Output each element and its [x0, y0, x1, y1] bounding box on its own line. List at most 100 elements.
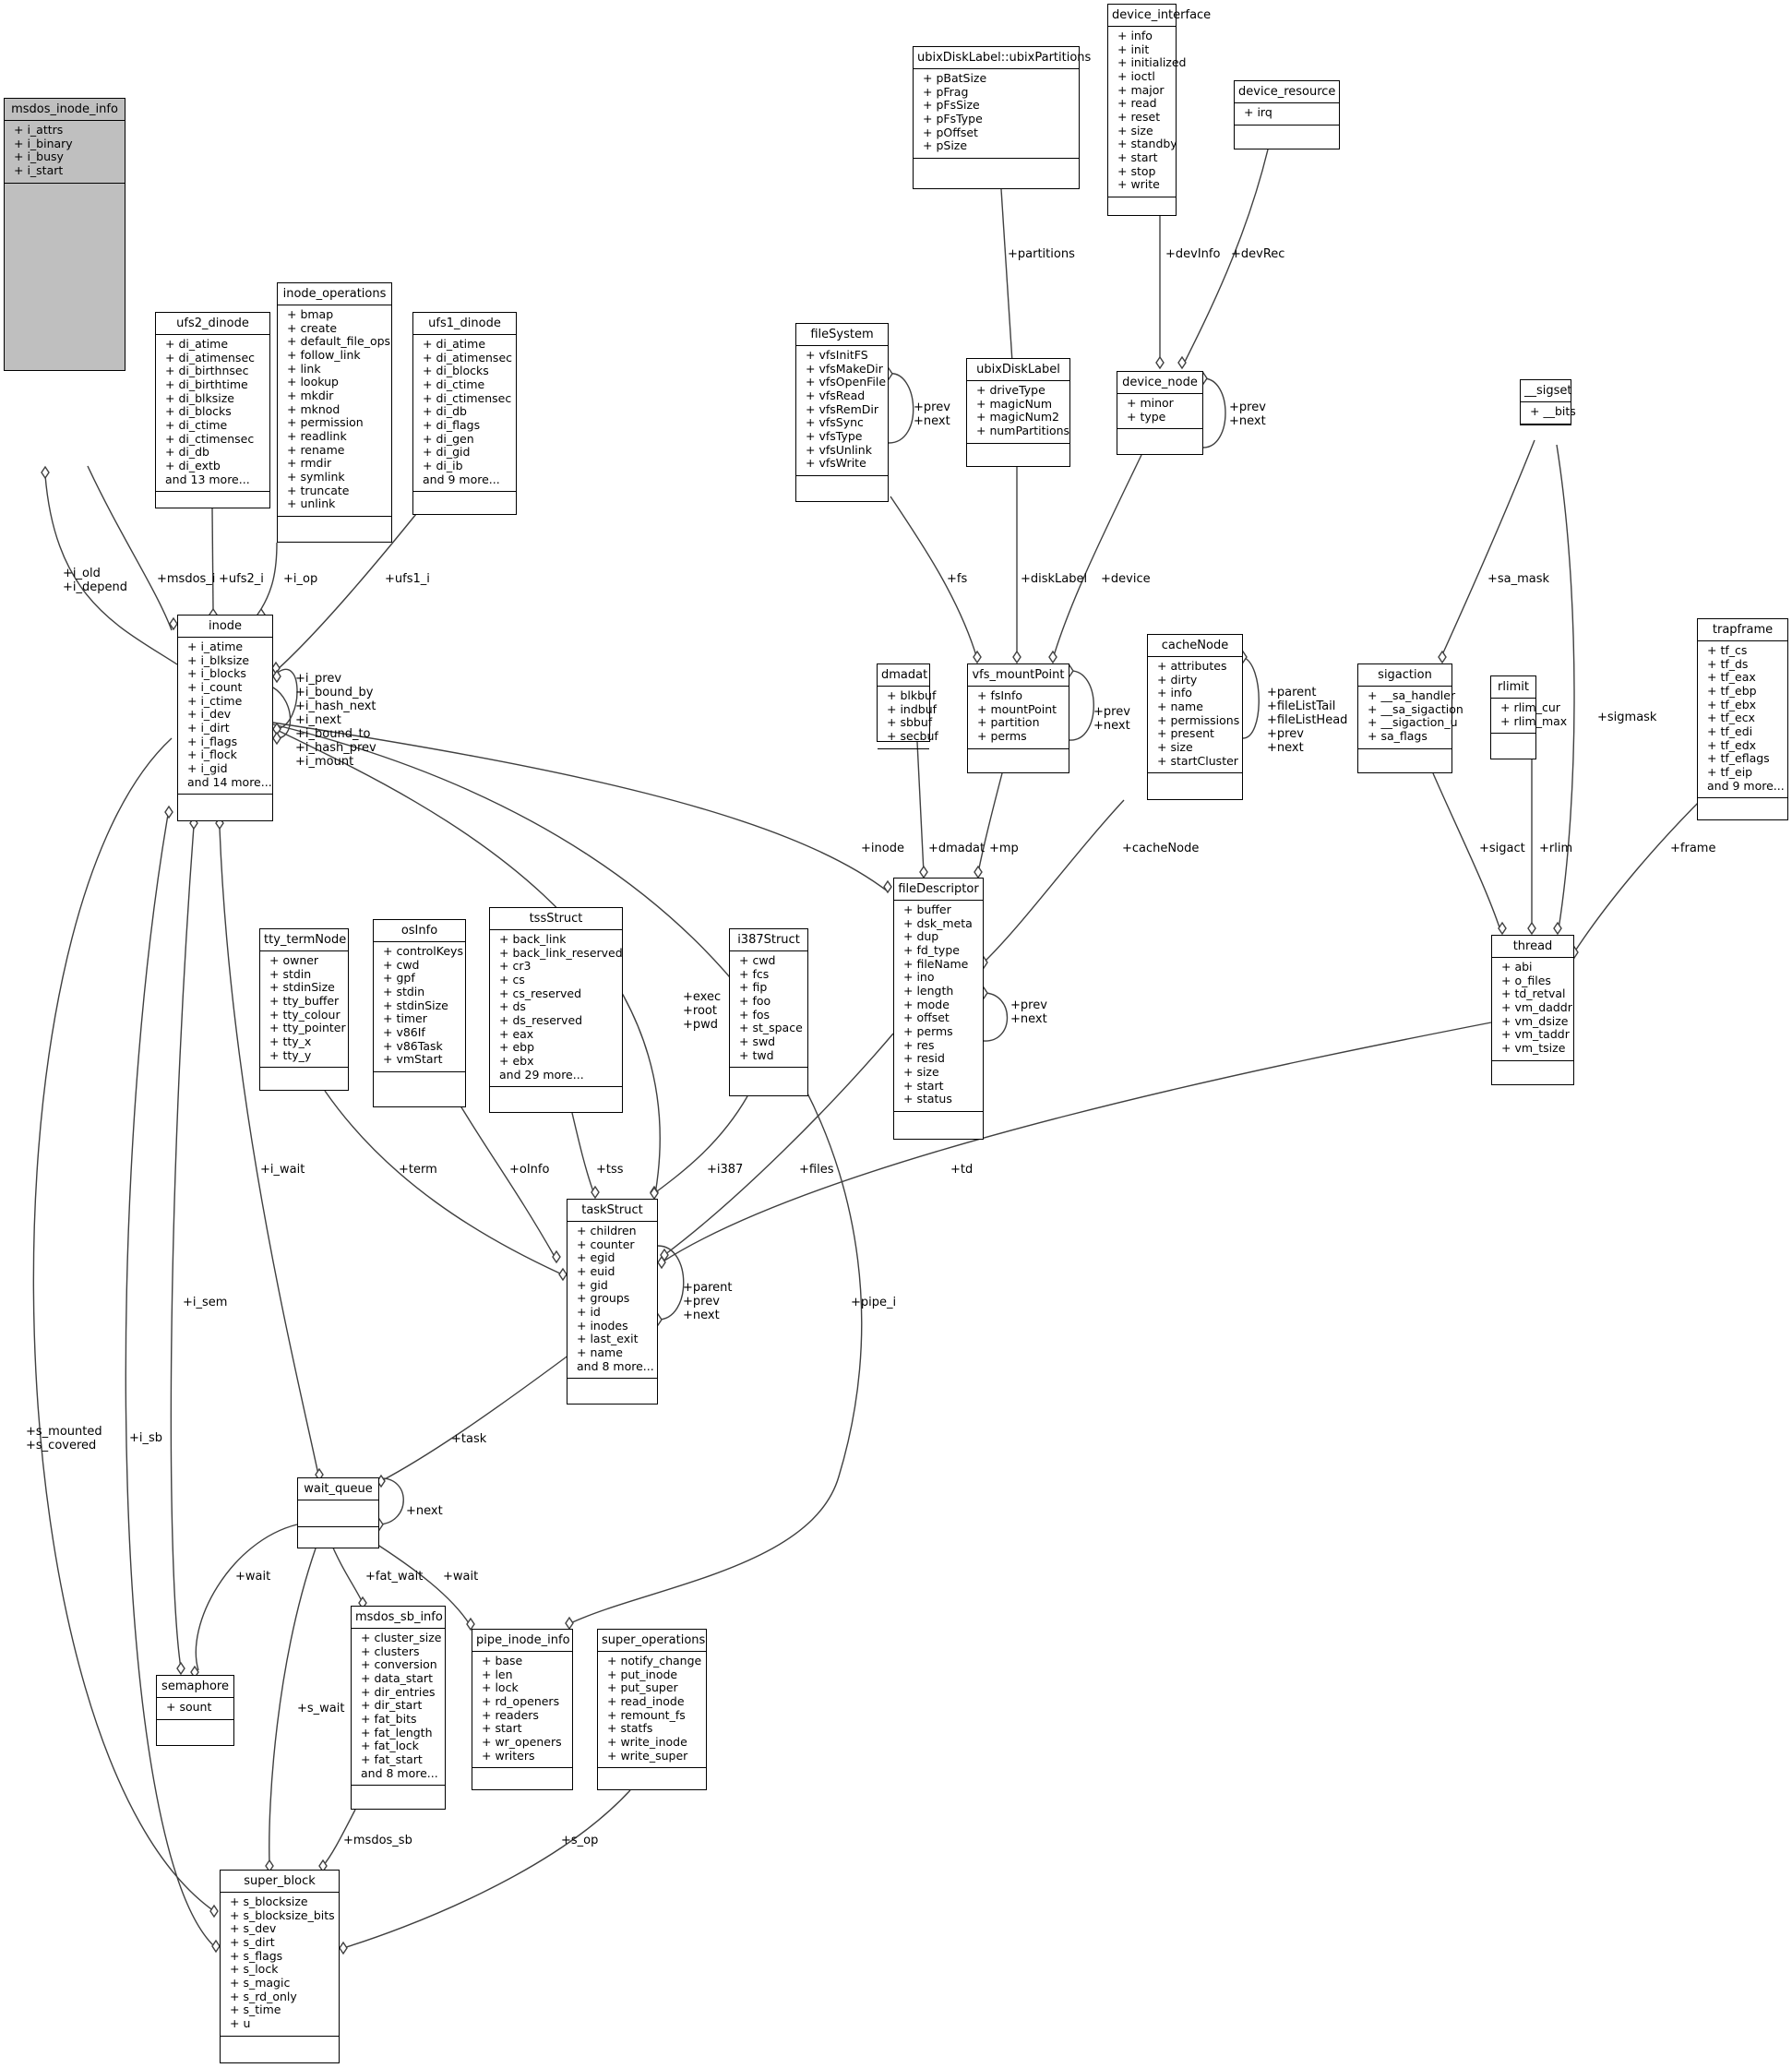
class-attributes: + info+ init+ initialized+ ioctl+ major+…: [1108, 27, 1186, 197]
class-attribute: + stdinSize: [383, 998, 448, 1012]
class-box-sigset[interactable]: __sigset+ __bits: [1520, 379, 1576, 425]
class-box-dmadat[interactable]: dmadat+ blkbuf+ indbuf+ sbbuf+ secbuf: [877, 663, 938, 749]
aggregation-diamond: [339, 1941, 348, 1955]
class-box-filesystem[interactable]: fileSystem+ vfsInitFS+ vfsMakeDir+ vfsOp…: [795, 323, 889, 502]
class-attribute: + fileName: [903, 956, 969, 971]
class-box-inode[interactable]: inode+ i_atime+ i_blksize+ i_blocks+ i_c…: [177, 615, 273, 821]
class-attribute: + driveType: [976, 383, 1045, 397]
edge-label: +s_wait: [297, 1702, 345, 1715]
class-attribute: + id: [577, 1304, 601, 1319]
class-box-vfs-mountpoint[interactable]: vfs_mountPoint+ fsInfo+ mountPoint+ part…: [967, 663, 1069, 773]
class-attributes: + driveType+ magicNum+ magicNum2+ numPar…: [967, 381, 1069, 444]
class-name: trapframe: [1698, 619, 1787, 641]
class-box-ubixpartitions[interactable]: ubixDiskLabel::ubixPartitions+ pBatSize+…: [913, 46, 1091, 189]
class-attribute: + partition: [977, 715, 1040, 730]
class-attribute: + sount: [166, 1700, 212, 1714]
class-attribute: + di_ctime: [423, 377, 485, 391]
class-box-super-block[interactable]: super_block+ s_blocksize+ s_blocksize_bi…: [220, 1870, 340, 2063]
aggregation-diamond: [211, 1939, 221, 1954]
class-box-thread[interactable]: thread+ abi+ o_files+ td_retval+ vm_dadd…: [1491, 935, 1574, 1085]
class-attribute: + di_atimensec: [423, 350, 513, 365]
class-attribute: + fat_bits: [361, 1711, 417, 1726]
aggregation-diamond: [169, 616, 178, 631]
class-box-osinfo[interactable]: osInfo+ controlKeys+ cwd+ gpf+ stdin+ st…: [373, 919, 466, 1107]
class-attribute: + di_atime: [165, 337, 229, 351]
edge-label: +partitions: [1008, 247, 1075, 261]
class-attribute: + minor: [1127, 396, 1174, 410]
class-box-filedescriptor[interactable]: fileDescriptor+ buffer+ dsk_meta+ dup+ f…: [893, 878, 984, 1140]
association-edge: [272, 727, 661, 1195]
edge-label: +sa_mask: [1487, 572, 1550, 586]
class-attribute: + egid: [577, 1250, 615, 1265]
class-attribute: + numPartitions: [976, 423, 1070, 437]
class-attribute: + magicNum2: [976, 410, 1059, 424]
class-attributes: + fsInfo+ mountPoint+ partition+ perms: [968, 687, 1069, 749]
class-box-wait-queue[interactable]: wait_queue: [297, 1477, 379, 1548]
edge-label: +i_op: [283, 572, 318, 586]
class-attribute: + fat_lock: [361, 1739, 419, 1753]
class-box-msdos-sb-info[interactable]: msdos_sb_info+ cluster_size+ clusters+ c…: [351, 1606, 446, 1810]
class-box-rlimit[interactable]: rlimit+ rlim_cur+ rlim_max: [1490, 675, 1567, 759]
class-attribute: + fd_type: [903, 942, 960, 957]
class-box-ufs2-dinode[interactable]: ufs2_dinode+ di_atime+ di_atimensec+ di_…: [155, 312, 270, 508]
class-box-semaphore[interactable]: semaphore+ sount: [156, 1675, 234, 1746]
aggregation-diamond: [164, 805, 173, 819]
class-attribute: + v86Task: [383, 1038, 443, 1053]
edge-label: +mp: [989, 842, 1019, 855]
class-attribute: + irq: [1244, 105, 1272, 119]
class-attribute: and 9 more...: [423, 472, 500, 486]
class-attribute: + rlim_cur: [1500, 700, 1560, 714]
class-attributes: + tf_cs+ tf_ds+ tf_eax+ tf_ebp+ tf_ebx+ …: [1698, 641, 1787, 799]
class-box-device-node[interactable]: device_node+ minor+ type: [1117, 371, 1203, 455]
association-edge: [272, 722, 889, 892]
class-box-device-interface[interactable]: device_interface+ info+ init+ initialize…: [1107, 4, 1211, 216]
edge-label: +td: [950, 1163, 974, 1177]
class-attribute: + vm_dsize: [1501, 1013, 1569, 1028]
class-attribute: + vfsRemDir: [806, 401, 878, 416]
class-attribute: + di_atimensec: [165, 350, 256, 365]
class-attribute: + statfs: [607, 1721, 653, 1736]
class-box-cachenode[interactable]: cacheNode+ attributes+ dirty+ info+ name…: [1147, 634, 1243, 800]
edge-label: +msdos_i: [157, 572, 216, 586]
class-box-sigaction[interactable]: sigaction+ __sa_handler+ __sa_sigaction+…: [1357, 663, 1463, 773]
aggregation-diamond: [565, 1616, 574, 1631]
class-attribute: + rd_openers: [482, 1693, 560, 1708]
aggregation-diamond: [1498, 921, 1507, 936]
association-edge: [890, 496, 978, 660]
class-box-trapframe[interactable]: trapframe+ tf_cs+ tf_ds+ tf_eax+ tf_ebp+…: [1697, 618, 1788, 820]
association-edge: [652, 1095, 748, 1195]
class-attribute: + di_ctimensec: [423, 390, 512, 405]
class-box-device-resource[interactable]: device_resource+ irq: [1234, 80, 1340, 149]
class-box-super-operations[interactable]: super_operations+ notify_change+ put_ino…: [597, 1629, 707, 1790]
association-edge: [87, 465, 173, 631]
class-box-inode-operations[interactable]: inode_operations+ bmap+ create+ default_…: [277, 282, 392, 543]
class-box-ubixdisklabel[interactable]: ubixDiskLabel+ driveType+ magicNum+ magi…: [966, 358, 1070, 467]
class-attribute: + tty_y: [269, 1047, 312, 1062]
class-name: tssStruct: [490, 908, 622, 930]
association-edge: [322, 1809, 356, 1867]
class-attribute: + status: [903, 1092, 952, 1106]
class-box-tssstruct[interactable]: tssStruct+ back_link+ back_link_reserved…: [489, 907, 623, 1113]
class-attribute: + i_flags: [187, 734, 238, 748]
class-attribute: + pSize: [923, 138, 968, 153]
class-box-taskstruct[interactable]: taskStruct+ children+ counter+ egid+ eui…: [567, 1199, 658, 1405]
class-attribute: + gid: [577, 1277, 608, 1292]
class-box-tty-termnode[interactable]: tty_termNode+ owner+ stdin+ stdinSize+ t…: [259, 928, 349, 1091]
class-attributes: + i_attrs+ i_binary+ i_busy+ i_start: [5, 121, 125, 184]
class-box-ufs1-dinode[interactable]: ufs1_dinode+ di_atime+ di_atimensec+ di_…: [412, 312, 517, 515]
edge-label: +device: [1101, 572, 1151, 586]
class-attribute: + cwd: [739, 953, 776, 967]
class-attribute: + create: [287, 320, 338, 335]
class-attribute: + di_blksize: [165, 390, 234, 405]
class-attribute: + s_flags: [230, 1948, 283, 1963]
edge-label: +ufs2_i: [219, 572, 264, 586]
class-box-msdos-inode-info[interactable]: msdos_inode_info+ i_attrs+ i_binary+ i_b…: [4, 98, 125, 371]
edge-label: +sigact: [1479, 842, 1525, 855]
class-box-i387struct[interactable]: i387Struct+ cwd+ fcs+ fip+ foo+ fos+ st_…: [729, 928, 808, 1096]
association-edge: [329, 1538, 364, 1604]
class-attributes: + cwd+ fcs+ fip+ foo+ fos+ st_space+ swd…: [730, 951, 807, 1069]
class-attribute: + size: [1117, 123, 1153, 137]
association-edge: [170, 825, 195, 1669]
class-box-pipe-inode-info[interactable]: pipe_inode_info+ base+ len+ lock+ rd_ope…: [472, 1629, 573, 1790]
